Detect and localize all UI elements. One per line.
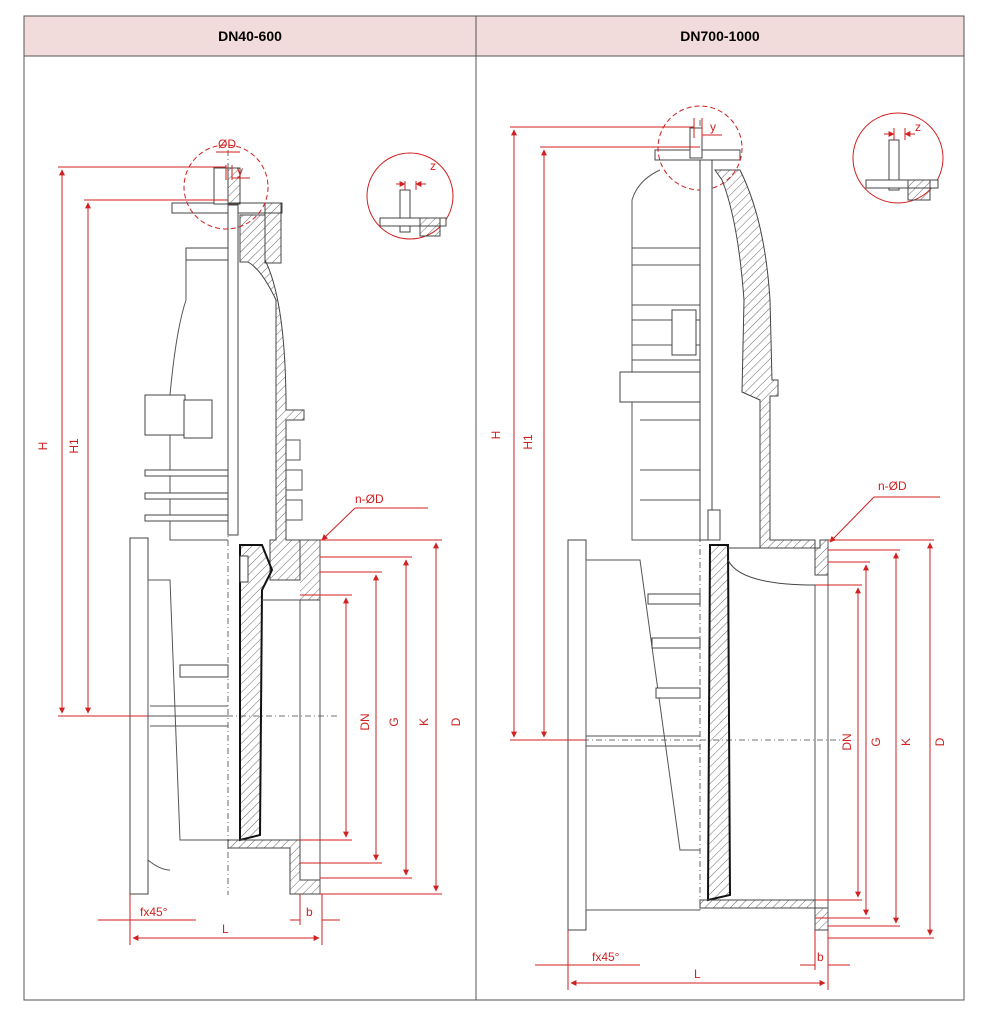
right-dim-b: b xyxy=(817,950,824,964)
right-dim-y: y xyxy=(710,120,716,134)
right-dim-g: G xyxy=(869,737,883,746)
right-dim-h1: H1 xyxy=(521,434,535,450)
right-dim-d: D xyxy=(933,737,947,746)
left-dim-d: D xyxy=(449,717,463,726)
left-dim-l: L xyxy=(222,922,229,936)
left-dim-f: fx45° xyxy=(140,905,168,919)
right-dim-dn: DN xyxy=(840,733,854,750)
left-dim-h: H xyxy=(36,442,50,451)
right-dim-k: K xyxy=(899,738,913,746)
header-left: DN40-600 xyxy=(218,28,282,44)
header-row xyxy=(23,15,965,57)
left-dim-k: K xyxy=(417,718,431,726)
left-valve-drawing: z ØD y H H1 n-ØD DN G K xyxy=(36,137,463,945)
right-dim-l: L xyxy=(694,967,701,981)
left-dim-od: ØD xyxy=(218,137,236,151)
left-dim-nod: n-ØD xyxy=(355,492,384,506)
left-dim-y: y xyxy=(237,164,243,178)
right-dim-z: z xyxy=(915,120,921,134)
left-dim-g: G xyxy=(387,717,401,726)
right-dim-nod: n-ØD xyxy=(878,479,907,493)
left-dim-dn: DN xyxy=(358,713,372,730)
header-right: DN700-1000 xyxy=(680,28,760,44)
left-dim-h1: H1 xyxy=(67,438,81,454)
right-valve-drawing: z y H H1 n-ØD DN G K D xyxy=(489,105,947,990)
left-dim-z: z xyxy=(430,159,436,173)
right-dim-f: fx45° xyxy=(592,950,620,964)
right-dim-h: H xyxy=(489,431,503,440)
table-frame: DN40-600 DN700-1000 xyxy=(23,15,965,1001)
left-dim-b: b xyxy=(306,905,313,919)
